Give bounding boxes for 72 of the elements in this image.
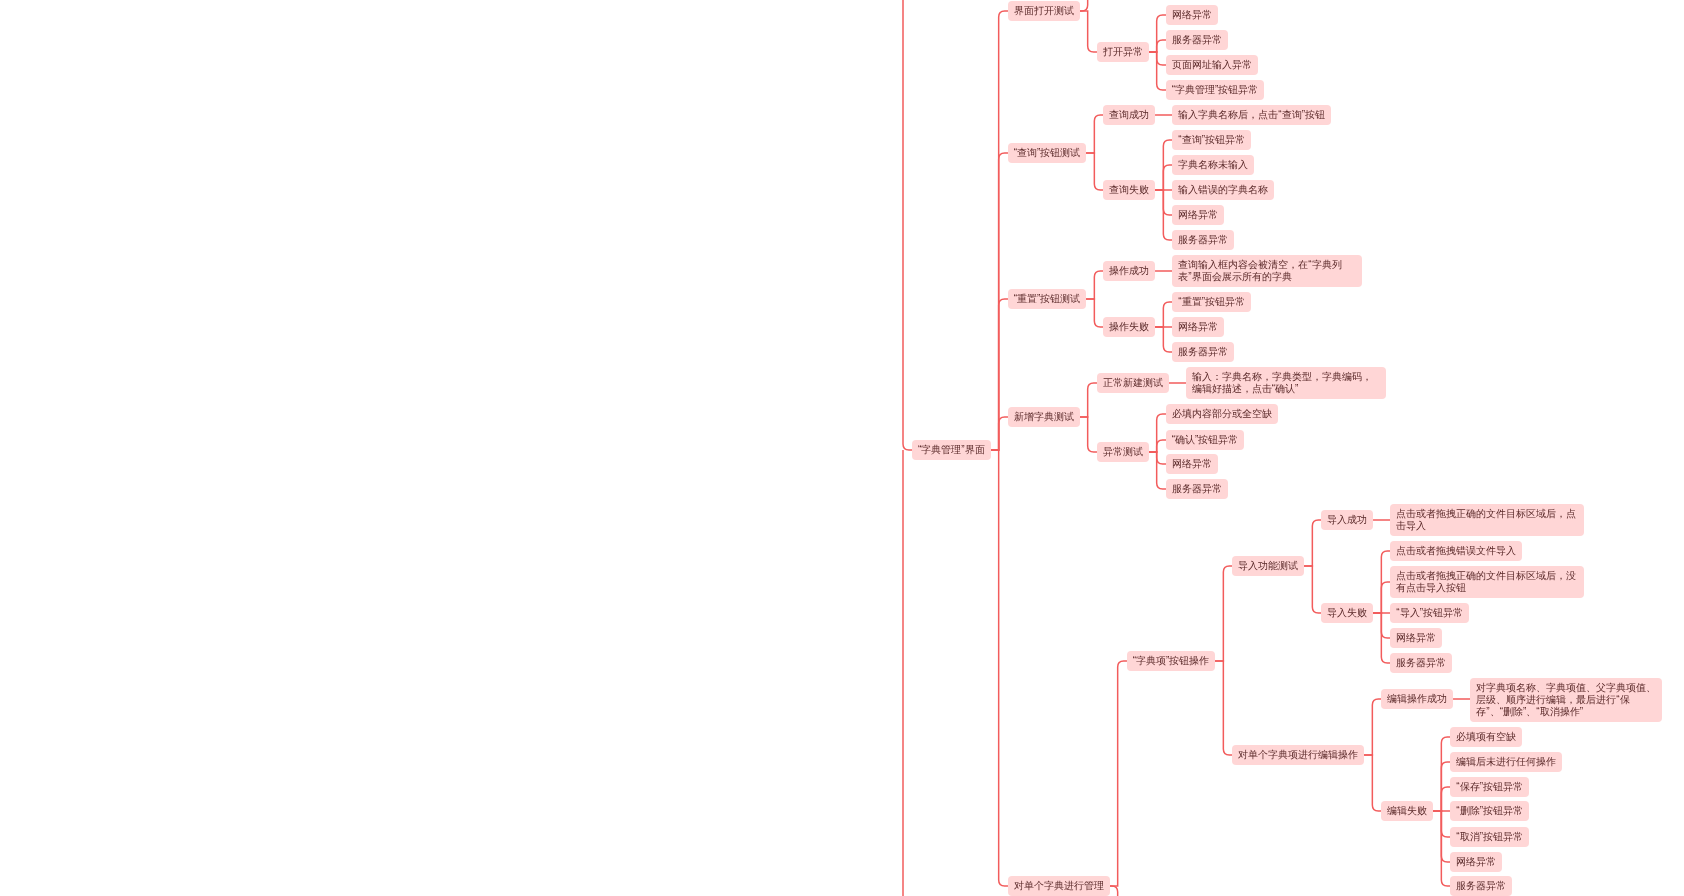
subtopic: 服务器异常 bbox=[1390, 653, 1453, 673]
subtopic: 打开异常 bbox=[1096, 42, 1149, 62]
subtopic: 编辑操作成功 bbox=[1381, 689, 1454, 709]
subtopic: 查询输入框内容会被清空，在“字典列表”界面会展示所有的字典 bbox=[1172, 255, 1363, 287]
connector-line bbox=[1085, 152, 1105, 191]
subtopic: 编辑后未进行任何操作 bbox=[1450, 752, 1563, 772]
subtopic: 点击或者拖拽正确的文件目标区域后，没有点击导入按钮 bbox=[1390, 566, 1585, 598]
subtopic: “查询”按钮异常 bbox=[1172, 130, 1251, 150]
subtopic: 页面网址输入异常 bbox=[1165, 55, 1258, 75]
subtopic: 查询失败 bbox=[1103, 180, 1156, 200]
subtopic: 编辑失败 bbox=[1381, 801, 1434, 821]
connector-line bbox=[1372, 519, 1392, 521]
subtopic: “导入”按钮异常 bbox=[1390, 603, 1469, 623]
subtopic: “字典项”按钮操作 bbox=[1126, 651, 1216, 671]
connector-line bbox=[1147, 451, 1167, 490]
connector-line bbox=[1154, 189, 1174, 241]
subtopic: 对字典项名称、字典项值、父字典项值、层级、顺序进行编辑，最后进行“保存”、“删除”、“取消操作” bbox=[1470, 678, 1663, 722]
subtopic: 新增字典测试 bbox=[1007, 407, 1080, 427]
subtopic: 网络异常 bbox=[1172, 205, 1225, 225]
connector-line bbox=[1303, 565, 1323, 614]
subtopic: 操作失败 bbox=[1103, 317, 1156, 337]
subtopic: 必填内容部分或全空缺 bbox=[1165, 404, 1278, 424]
subtopic: “重置”按钮异常 bbox=[1172, 292, 1251, 312]
connector-line bbox=[1147, 51, 1167, 91]
subtopic: 网络异常 bbox=[1165, 454, 1218, 474]
subtopic: 网络异常 bbox=[1390, 628, 1443, 648]
subtopic: 服务器异常 bbox=[1450, 876, 1513, 896]
subtopic: “确认”按钮异常 bbox=[1165, 430, 1245, 450]
subtopic: 界面打开测试 bbox=[1007, 1, 1080, 21]
subtopic: 输入字典名称后，点击“查询”按钮 bbox=[1172, 105, 1331, 125]
subtopic: 网络异常 bbox=[1172, 317, 1225, 337]
subtopic: “保存”按钮异常 bbox=[1450, 777, 1529, 797]
connector-line bbox=[1154, 270, 1174, 272]
connector-line bbox=[1154, 114, 1174, 116]
connector-line bbox=[902, 0, 913, 451]
subtopic: 必填项有空缺 bbox=[1450, 727, 1523, 747]
subtopic: “取消”按钮异常 bbox=[1450, 827, 1529, 847]
subtopic: 点击或者拖拽正确的文件目标区域后，点击导入 bbox=[1390, 504, 1585, 536]
subtopic: 服务器异常 bbox=[1165, 479, 1228, 499]
subtopic: 异常测试 bbox=[1096, 442, 1149, 462]
subtopic: 字典名称未输入 bbox=[1172, 155, 1255, 175]
subtopic: 网络异常 bbox=[1450, 852, 1503, 872]
subtopic: 服务器异常 bbox=[1172, 230, 1235, 250]
connector-line bbox=[1452, 698, 1472, 700]
subtopic: 网络异常 bbox=[1165, 5, 1218, 25]
connector-line bbox=[1108, 885, 1119, 896]
subtopic: “查询”按钮测试 bbox=[1007, 143, 1087, 163]
connector-line bbox=[1085, 298, 1105, 328]
connector-line bbox=[1167, 382, 1187, 384]
subtopic: “字典管理”按钮异常 bbox=[1165, 80, 1265, 100]
subtopic: 正常新建测试 bbox=[1096, 373, 1169, 393]
subtopic: 查询成功 bbox=[1103, 105, 1156, 125]
connector-line bbox=[1214, 660, 1234, 756]
subtopic: “删除”按钮异常 bbox=[1450, 801, 1529, 821]
subtopic: 输入错误的字典名称 bbox=[1172, 180, 1275, 200]
connector-line bbox=[1154, 326, 1174, 353]
connector-line bbox=[1078, 10, 1098, 53]
subtopic: “重置”按钮测试 bbox=[1007, 289, 1087, 309]
subtopic: 服务器异常 bbox=[1165, 30, 1228, 50]
subtopic: 导入成功 bbox=[1321, 510, 1374, 530]
connector-line bbox=[1372, 612, 1392, 664]
subtopic: 导入失败 bbox=[1321, 603, 1374, 623]
subtopic: 导入功能测试 bbox=[1232, 556, 1305, 576]
subtopic: 对单个字典项进行编辑操作 bbox=[1232, 745, 1365, 765]
central-topic: “字典管理”界面 bbox=[912, 440, 991, 460]
subtopic: 对单个字典进行管理 bbox=[1007, 876, 1110, 896]
subtopic: 操作成功 bbox=[1103, 261, 1156, 281]
subtopic: 输入：字典名称，字典类型，字典编码，编辑好描述，点击“确认” bbox=[1185, 367, 1386, 399]
connector-line bbox=[1078, 416, 1098, 453]
subtopic: 服务器异常 bbox=[1172, 342, 1235, 362]
connector-line bbox=[1363, 754, 1383, 812]
subtopic: 点击或者拖拽错误文件导入 bbox=[1390, 541, 1523, 561]
